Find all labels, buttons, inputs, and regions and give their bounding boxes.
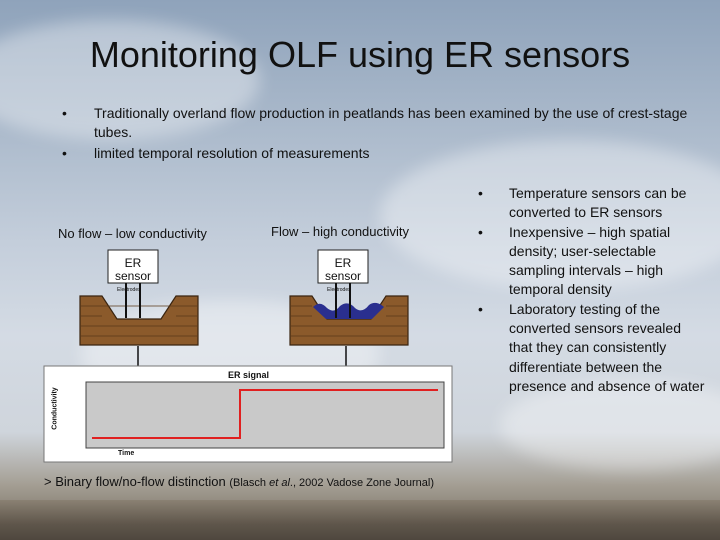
right-electrodes-label: Electrodes bbox=[327, 287, 351, 293]
sensor-box bbox=[317, 249, 369, 284]
channel-no-flow bbox=[79, 249, 199, 346]
bullet-text: Temperature sensors can be converted to … bbox=[509, 185, 687, 221]
no-flow-caption: No flow – low conductivity bbox=[58, 226, 207, 241]
bullet-item: • Laboratory testing of the converted se… bbox=[478, 300, 708, 396]
bullet-item: • Temperature sensors can be converted t… bbox=[478, 184, 708, 223]
citation: > Binary flow/no-flow distinction (Blasc… bbox=[44, 474, 435, 489]
bullet-glyph: • bbox=[478, 300, 483, 317]
bullet-text: Inexpensive – high spatial density; user… bbox=[509, 223, 671, 298]
signal-line bbox=[92, 389, 438, 439]
background-ground bbox=[0, 500, 720, 540]
bullet-text: Traditionally overland flow production i… bbox=[94, 105, 688, 140]
y-axis-label: Conductivity bbox=[51, 387, 59, 430]
bullet-text: limited temporal resolution of measureme… bbox=[94, 145, 370, 161]
bullet-glyph: • bbox=[478, 185, 483, 201]
x-axis-label: Time bbox=[118, 450, 135, 457]
left-sensor-label: ER sensor bbox=[114, 256, 152, 283]
right-bullet-list: • Temperature sensors can be converted t… bbox=[478, 184, 708, 396]
left-electrodes-label: Electrodes bbox=[117, 287, 141, 293]
bullet-text: Laboratory testing of the converted sens… bbox=[509, 300, 705, 394]
bullet-glyph: • bbox=[478, 223, 483, 240]
bullet-glyph: • bbox=[62, 105, 67, 121]
bullet-item: • Traditionally overland flow production… bbox=[62, 104, 692, 142]
signal-title: ER signal bbox=[228, 370, 270, 380]
top-bullet-list: • Traditionally overland flow production… bbox=[62, 104, 692, 163]
bullet-glyph: • bbox=[62, 145, 67, 161]
slide-title: Monitoring OLF using ER sensors bbox=[89, 34, 631, 75]
channel-flow bbox=[289, 249, 409, 346]
water bbox=[313, 302, 384, 319]
sensor-box bbox=[107, 249, 159, 284]
flow-caption: Flow – high conductivity bbox=[271, 224, 410, 239]
bullet-item: • limited temporal resolution of measure… bbox=[62, 144, 692, 163]
bullet-item: • Inexpensive – high spatial density; us… bbox=[478, 223, 708, 300]
soil-block bbox=[79, 295, 199, 346]
right-sensor-label: ER sensor bbox=[324, 256, 362, 283]
